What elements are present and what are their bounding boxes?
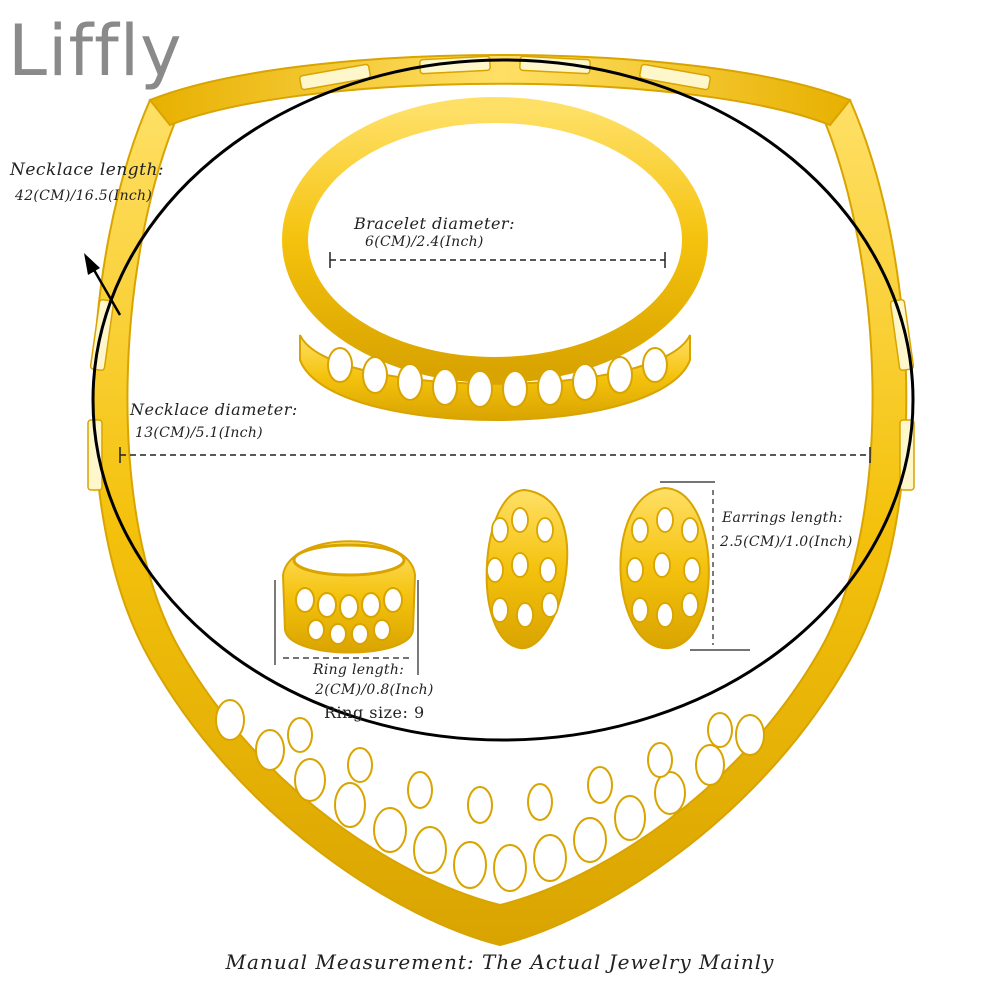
earrings-length-lines	[660, 481, 750, 651]
bracelet	[282, 97, 708, 421]
ring	[281, 540, 417, 654]
necklace-length-circle	[91, 58, 915, 742]
bracelet-diameter-title: Bracelet diameter:	[354, 214, 515, 233]
necklace-diameter-line	[119, 447, 871, 463]
ring-length-lines	[274, 580, 419, 675]
necklace-chain-links	[87, 55, 915, 491]
measurement-note: Manual Measurement: The Actual Jewelry M…	[225, 950, 775, 974]
bracelet-diameter-line	[329, 252, 666, 268]
earring-left	[485, 488, 569, 650]
necklace-length-title: Necklace length:	[10, 160, 165, 180]
bracelet-diameter-value: 6(CM)/2.4(Inch)	[365, 234, 484, 250]
ring-length-value: 2(CM)/0.8(Inch)	[315, 682, 434, 698]
earrings-length-title: Earrings length:	[722, 510, 843, 526]
earring-right	[619, 486, 710, 650]
necklace-diameter-value: 13(CM)/5.1(Inch)	[135, 425, 263, 441]
brand-logo: Liffly	[8, 10, 183, 92]
necklace-length-value: 42(CM)/16.5(Inch)	[15, 188, 153, 204]
necklace-length-arrow	[84, 253, 122, 316]
necklace-openwork	[215, 699, 765, 892]
ring-length-title: Ring length:	[313, 662, 405, 678]
earrings-length-value: 2.5(CM)/1.0(Inch)	[720, 534, 853, 550]
necklace	[87, 54, 915, 947]
necklace-diameter-title: Necklace diameter:	[130, 400, 298, 419]
ring-size: Ring size: 9	[324, 703, 425, 722]
